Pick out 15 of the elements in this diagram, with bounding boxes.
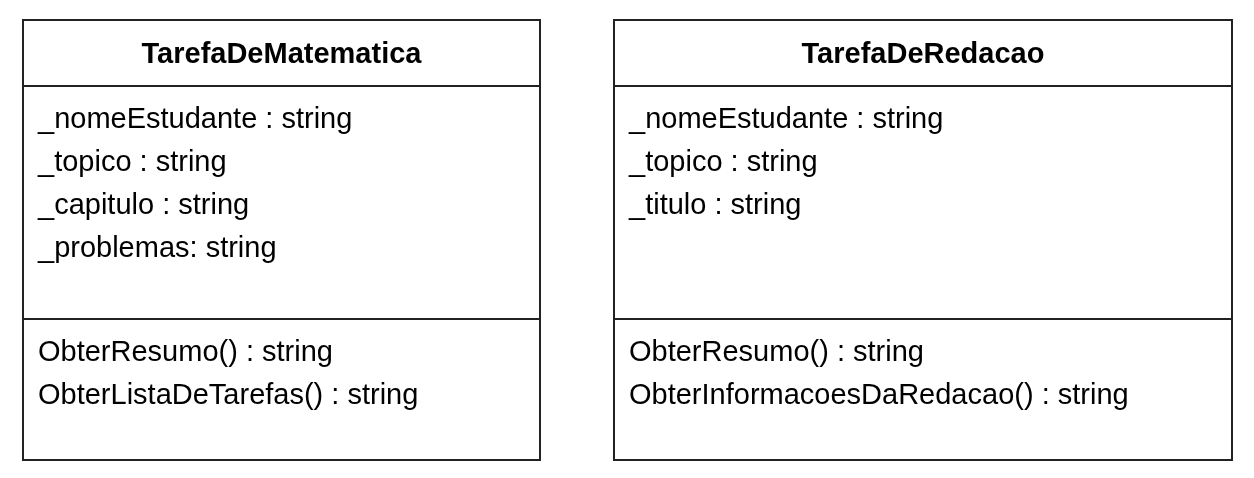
method-text: ObterInformacoesDaRedacao() : string: [629, 377, 1130, 412]
attribute-text: _capitulo : string: [38, 187, 251, 222]
attribute-text: _topico : string: [629, 144, 819, 179]
class-box: [613, 19, 1233, 461]
attribute-text: _topico : string: [38, 144, 228, 179]
method-text: ObterListaDeTarefas() : string: [38, 377, 420, 412]
attribute-text: _nomeEstudante : string: [629, 101, 945, 136]
class-name: TarefaDeMatematica: [140, 36, 423, 71]
attribute-text: _nomeEstudante : string: [38, 101, 354, 136]
class-box: [22, 19, 541, 461]
method-text: ObterResumo() : string: [38, 334, 334, 369]
attribute-text: _problemas: string: [38, 230, 278, 265]
class-name: TarefaDeRedacao: [800, 36, 1046, 71]
method-text: ObterResumo() : string: [629, 334, 925, 369]
attribute-text: _titulo : string: [629, 187, 803, 222]
